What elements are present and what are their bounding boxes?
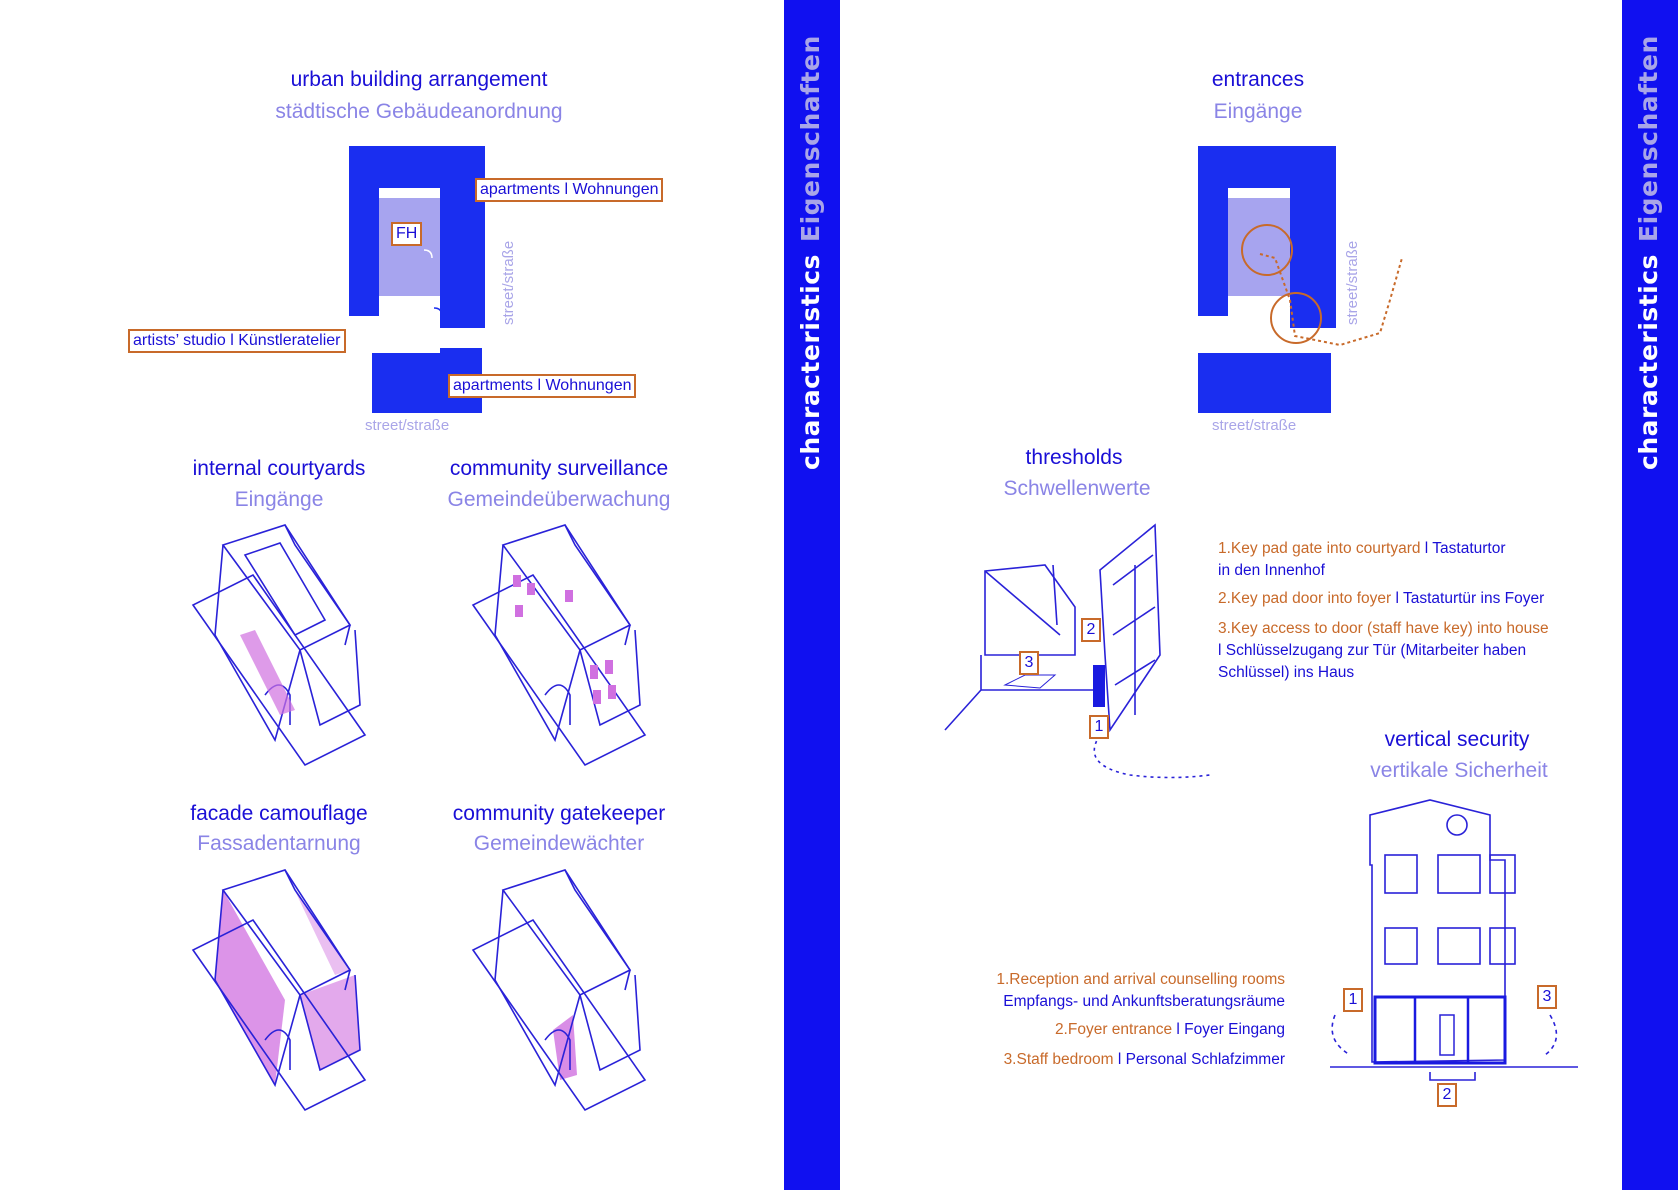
facade-subtitle: Fassadentarnung xyxy=(197,832,361,855)
artists-studio-tag: artists’ studio l Künstleratelier xyxy=(128,329,346,353)
street-bottom-label: street/straße xyxy=(365,417,450,434)
vertical-marker-3: 3 xyxy=(1537,985,1557,1009)
entrances-street-right: street/straße xyxy=(1344,240,1361,325)
entrances-title: entrances xyxy=(1211,68,1305,91)
thresholds-subtitle: Schwellenwerte xyxy=(1003,477,1151,500)
urban-site-plan xyxy=(349,146,485,413)
gatekeeper-title: community gatekeeper xyxy=(452,802,666,825)
vertical-security-title: vertical security xyxy=(1384,728,1530,751)
vertical-marker-2: 2 xyxy=(1437,1083,1457,1107)
vertical-security-sketch xyxy=(1330,799,1578,1081)
vertical-item-3: 3.Staff bedroom l Personal Schlafzimmer xyxy=(1003,1051,1285,1068)
apartments-bottom-tag: apartments l Wohnungen xyxy=(448,374,637,398)
facade-sketch xyxy=(191,869,367,1112)
vertical-security-subtitle: vertikale Sicherheit xyxy=(1370,759,1548,782)
gatekeeper-subtitle: Gemeindewächter xyxy=(473,832,645,855)
entrances-subtitle: Eingänge xyxy=(1213,100,1303,123)
entrances-site-plan xyxy=(1198,146,1403,413)
gatekeeper-sketch xyxy=(471,869,647,1112)
left-sidebar-band: characteristics Eigenschaften xyxy=(784,0,840,1190)
threshold-marker-2: 2 xyxy=(1081,618,1101,642)
right-sidebar-band: characteristics Eigenschaften xyxy=(1622,0,1678,1190)
courtyards-subtitle: Eingänge xyxy=(234,488,324,511)
right-characteristics-label: characteristics xyxy=(1634,254,1663,470)
vertical-marker-1: 1 xyxy=(1343,988,1363,1012)
vertical-item-1: 1.Reception and arrival counselling room… xyxy=(996,971,1285,1010)
vertical-item-2: 2.Foyer entrance l Foyer Eingang xyxy=(1054,1021,1285,1038)
surveillance-sketch xyxy=(471,524,647,767)
threshold-marker-1: 1 xyxy=(1089,715,1109,739)
urban-subtitle: städtische Gebäudeanordnung xyxy=(275,100,563,123)
right-eigenschaften-label: Eigenschaften xyxy=(1634,35,1663,242)
threshold-item-2: 2.Key pad door into foyer l Tastaturtür … xyxy=(1218,590,1545,607)
surveillance-subtitle: Gemeindeüberwachung xyxy=(447,488,671,511)
courtyards-sketch xyxy=(191,524,367,767)
street-right-label: street/straße xyxy=(500,240,517,325)
urban-title: urban building arrangement xyxy=(290,68,548,91)
left-characteristics-label: characteristics xyxy=(796,254,825,470)
left-eigenschaften-label: Eigenschaften xyxy=(796,35,825,242)
thresholds-sketch xyxy=(944,523,1211,779)
thresholds-title: thresholds xyxy=(1025,446,1123,469)
facade-title: facade camouflage xyxy=(190,802,368,825)
surveillance-title: community surveillance xyxy=(449,457,669,480)
courtyards-title: internal courtyards xyxy=(192,457,366,480)
fh-tag: FH xyxy=(391,222,423,246)
threshold-marker-3: 3 xyxy=(1019,651,1039,675)
apartments-top-tag: apartments l Wohnungen xyxy=(475,178,664,202)
threshold-item-3: 3.Key access to door (staff have key) in… xyxy=(1218,620,1549,681)
entrances-street-bottom: street/straße xyxy=(1212,417,1297,434)
threshold-item-1: 1.Key pad gate into courtyard l Tastatur… xyxy=(1218,540,1506,579)
